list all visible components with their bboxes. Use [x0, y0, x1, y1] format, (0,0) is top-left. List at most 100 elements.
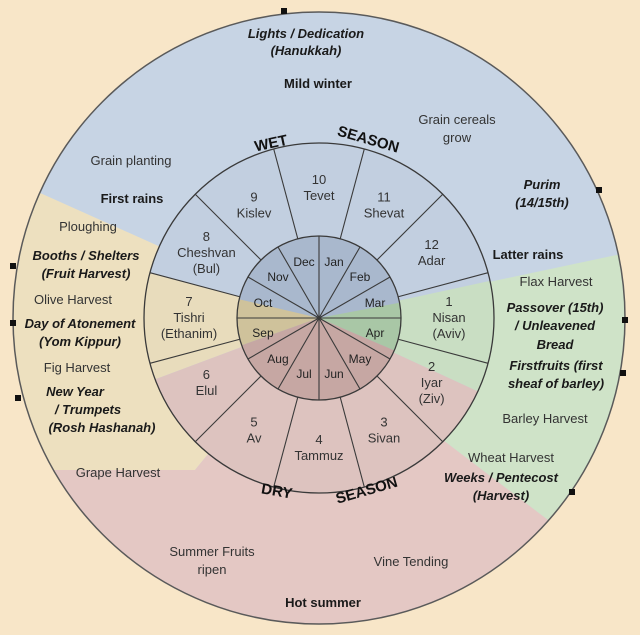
gregorian-month-oct: Oct [254, 296, 273, 310]
edge-marker [620, 370, 626, 376]
hebrew-month-divider [398, 272, 489, 298]
inner-spring [319, 295, 401, 370]
edge-marker [596, 187, 602, 193]
hebrew-month-divider [376, 375, 444, 443]
gregorian-month-divider [247, 317, 320, 360]
gregorian-month-divider [318, 317, 361, 390]
hebrew-month-name: Kislev [237, 205, 272, 220]
hebrew-month-name: Tevet [303, 188, 334, 203]
hanukkah-label: Lights / Dedication [248, 26, 364, 41]
wet-label: WET [253, 132, 289, 156]
grain-cereals-sub-label: grow [443, 130, 472, 145]
gregorian-month-divider [318, 246, 361, 319]
hebrew-month-number: 4 [315, 432, 322, 447]
gregorian-month-jan: Jan [324, 255, 343, 269]
ploughing-label: Ploughing [59, 219, 117, 234]
month-dividers [149, 148, 489, 488]
gregorian-month-jul: Jul [296, 367, 311, 381]
mid-dry [144, 318, 494, 493]
gregorian-month-mar: Mar [365, 296, 386, 310]
gregorian-month-divider [318, 276, 391, 319]
pentecost-sub-label: (Harvest) [473, 488, 529, 503]
hebrew-month-name: Tammuz [294, 448, 343, 463]
gregorian-month-feb: Feb [350, 270, 371, 284]
rosh-hashanah-label: (Rosh Hashanah) [49, 420, 156, 435]
hebrew-month-number: 9 [250, 189, 257, 204]
first-rains-label: First rains [101, 191, 164, 206]
passover-label: Passover (15th) [507, 300, 604, 315]
grain-planting-label: Grain planting [91, 153, 172, 168]
hebrew-month-number: 2 [428, 359, 435, 374]
booths-sub-label: (Fruit Harvest) [42, 266, 131, 281]
summer-fruits-sub-label: ripen [198, 562, 227, 577]
inner-autumn [237, 290, 319, 360]
dry-label: DRY [260, 480, 294, 502]
hebrew-month-name: Av [247, 431, 262, 446]
hebrew-month-alt-name: (Bul) [193, 261, 220, 276]
hebrew-month-name: Tishri [173, 310, 204, 325]
hebrew-month-name: Cheshvan [177, 245, 236, 260]
barley-harvest-label: Barley Harvest [502, 411, 588, 426]
hebrew-month-number: 3 [380, 415, 387, 430]
gregorian-month-dec: Dec [293, 255, 314, 269]
middle-circle [143, 142, 495, 494]
mid-autumn [144, 260, 319, 400]
hebrew-month-number: 11 [377, 189, 391, 204]
firstfruits-sub-label: sheaf of barley) [508, 376, 604, 391]
edge-marker [569, 489, 575, 495]
hebrew-month-number: 8 [203, 229, 210, 244]
fig-harvest-label: Fig Harvest [44, 360, 111, 375]
gregorian-month-apr: Apr [366, 326, 385, 340]
edge-marker [622, 317, 628, 323]
hebrew-month-divider [339, 397, 365, 488]
purim-sub-label: (14/15th) [515, 195, 568, 210]
hebrew-month-alt-name: (Ziv) [419, 391, 445, 406]
hebrew-month-name: Shevat [364, 205, 405, 220]
grain-cereals-label: Grain cereals [418, 112, 496, 127]
hebrew-month-divider [149, 338, 240, 364]
gregorian-month-divider [247, 276, 320, 319]
gregorian-month-aug: Aug [267, 352, 288, 366]
hebrew-month-number: 6 [203, 367, 210, 382]
hebrew-month-name: Iyar [421, 375, 443, 390]
booths-label: Booths / Shelters [33, 248, 140, 263]
hot-summer-label: Hot summer [285, 595, 361, 610]
mild-winter-label: Mild winter [284, 76, 352, 91]
new-year-label: New Year [46, 384, 105, 399]
edge-marker [281, 8, 287, 14]
hebrew-month-divider [273, 148, 299, 239]
edge-marker [15, 395, 21, 401]
latter-rains-label: Latter rains [493, 247, 564, 262]
atonement-label: Day of Atonement [25, 316, 136, 331]
inner-dry [237, 318, 401, 400]
gregorian-month-divider [277, 246, 320, 319]
olive-harvest-label: Olive Harvest [34, 292, 112, 307]
pentecost-label: Weeks / Pentecost [444, 470, 559, 485]
hebrew-month-divider [339, 148, 365, 239]
hebrew-month-number: 1 [445, 294, 452, 309]
gregorian-month-may: May [349, 352, 372, 366]
hebrew-month-alt-name: (Aviv) [433, 326, 466, 341]
firstfruits-label: Firstfruits (first [509, 358, 603, 373]
summer-fruits-label: Summer Fruits [169, 544, 255, 559]
hebrew-month-number: 5 [250, 415, 257, 430]
passover-bread-label: Bread [537, 337, 575, 352]
gregorian-month-divider [318, 317, 391, 360]
edge-marker [10, 320, 16, 326]
hanukkah-sub-label: (Hanukkah) [271, 43, 342, 58]
trumpets-label: / Trumpets [54, 402, 121, 417]
gregorian-month-nov: Nov [267, 270, 288, 284]
gregorian-month-sep: Sep [252, 326, 274, 340]
gregorian-month-jun: Jun [324, 367, 343, 381]
purim-label: Purim [524, 177, 561, 192]
hebrew-month-divider [273, 397, 299, 488]
hebrew-month-name: Adar [418, 253, 446, 268]
edge-marker [10, 263, 16, 269]
atonement-sub-label: (Yom Kippur) [39, 334, 121, 349]
vine-tending-label: Vine Tending [374, 554, 449, 569]
hebrew-month-divider [194, 375, 262, 443]
